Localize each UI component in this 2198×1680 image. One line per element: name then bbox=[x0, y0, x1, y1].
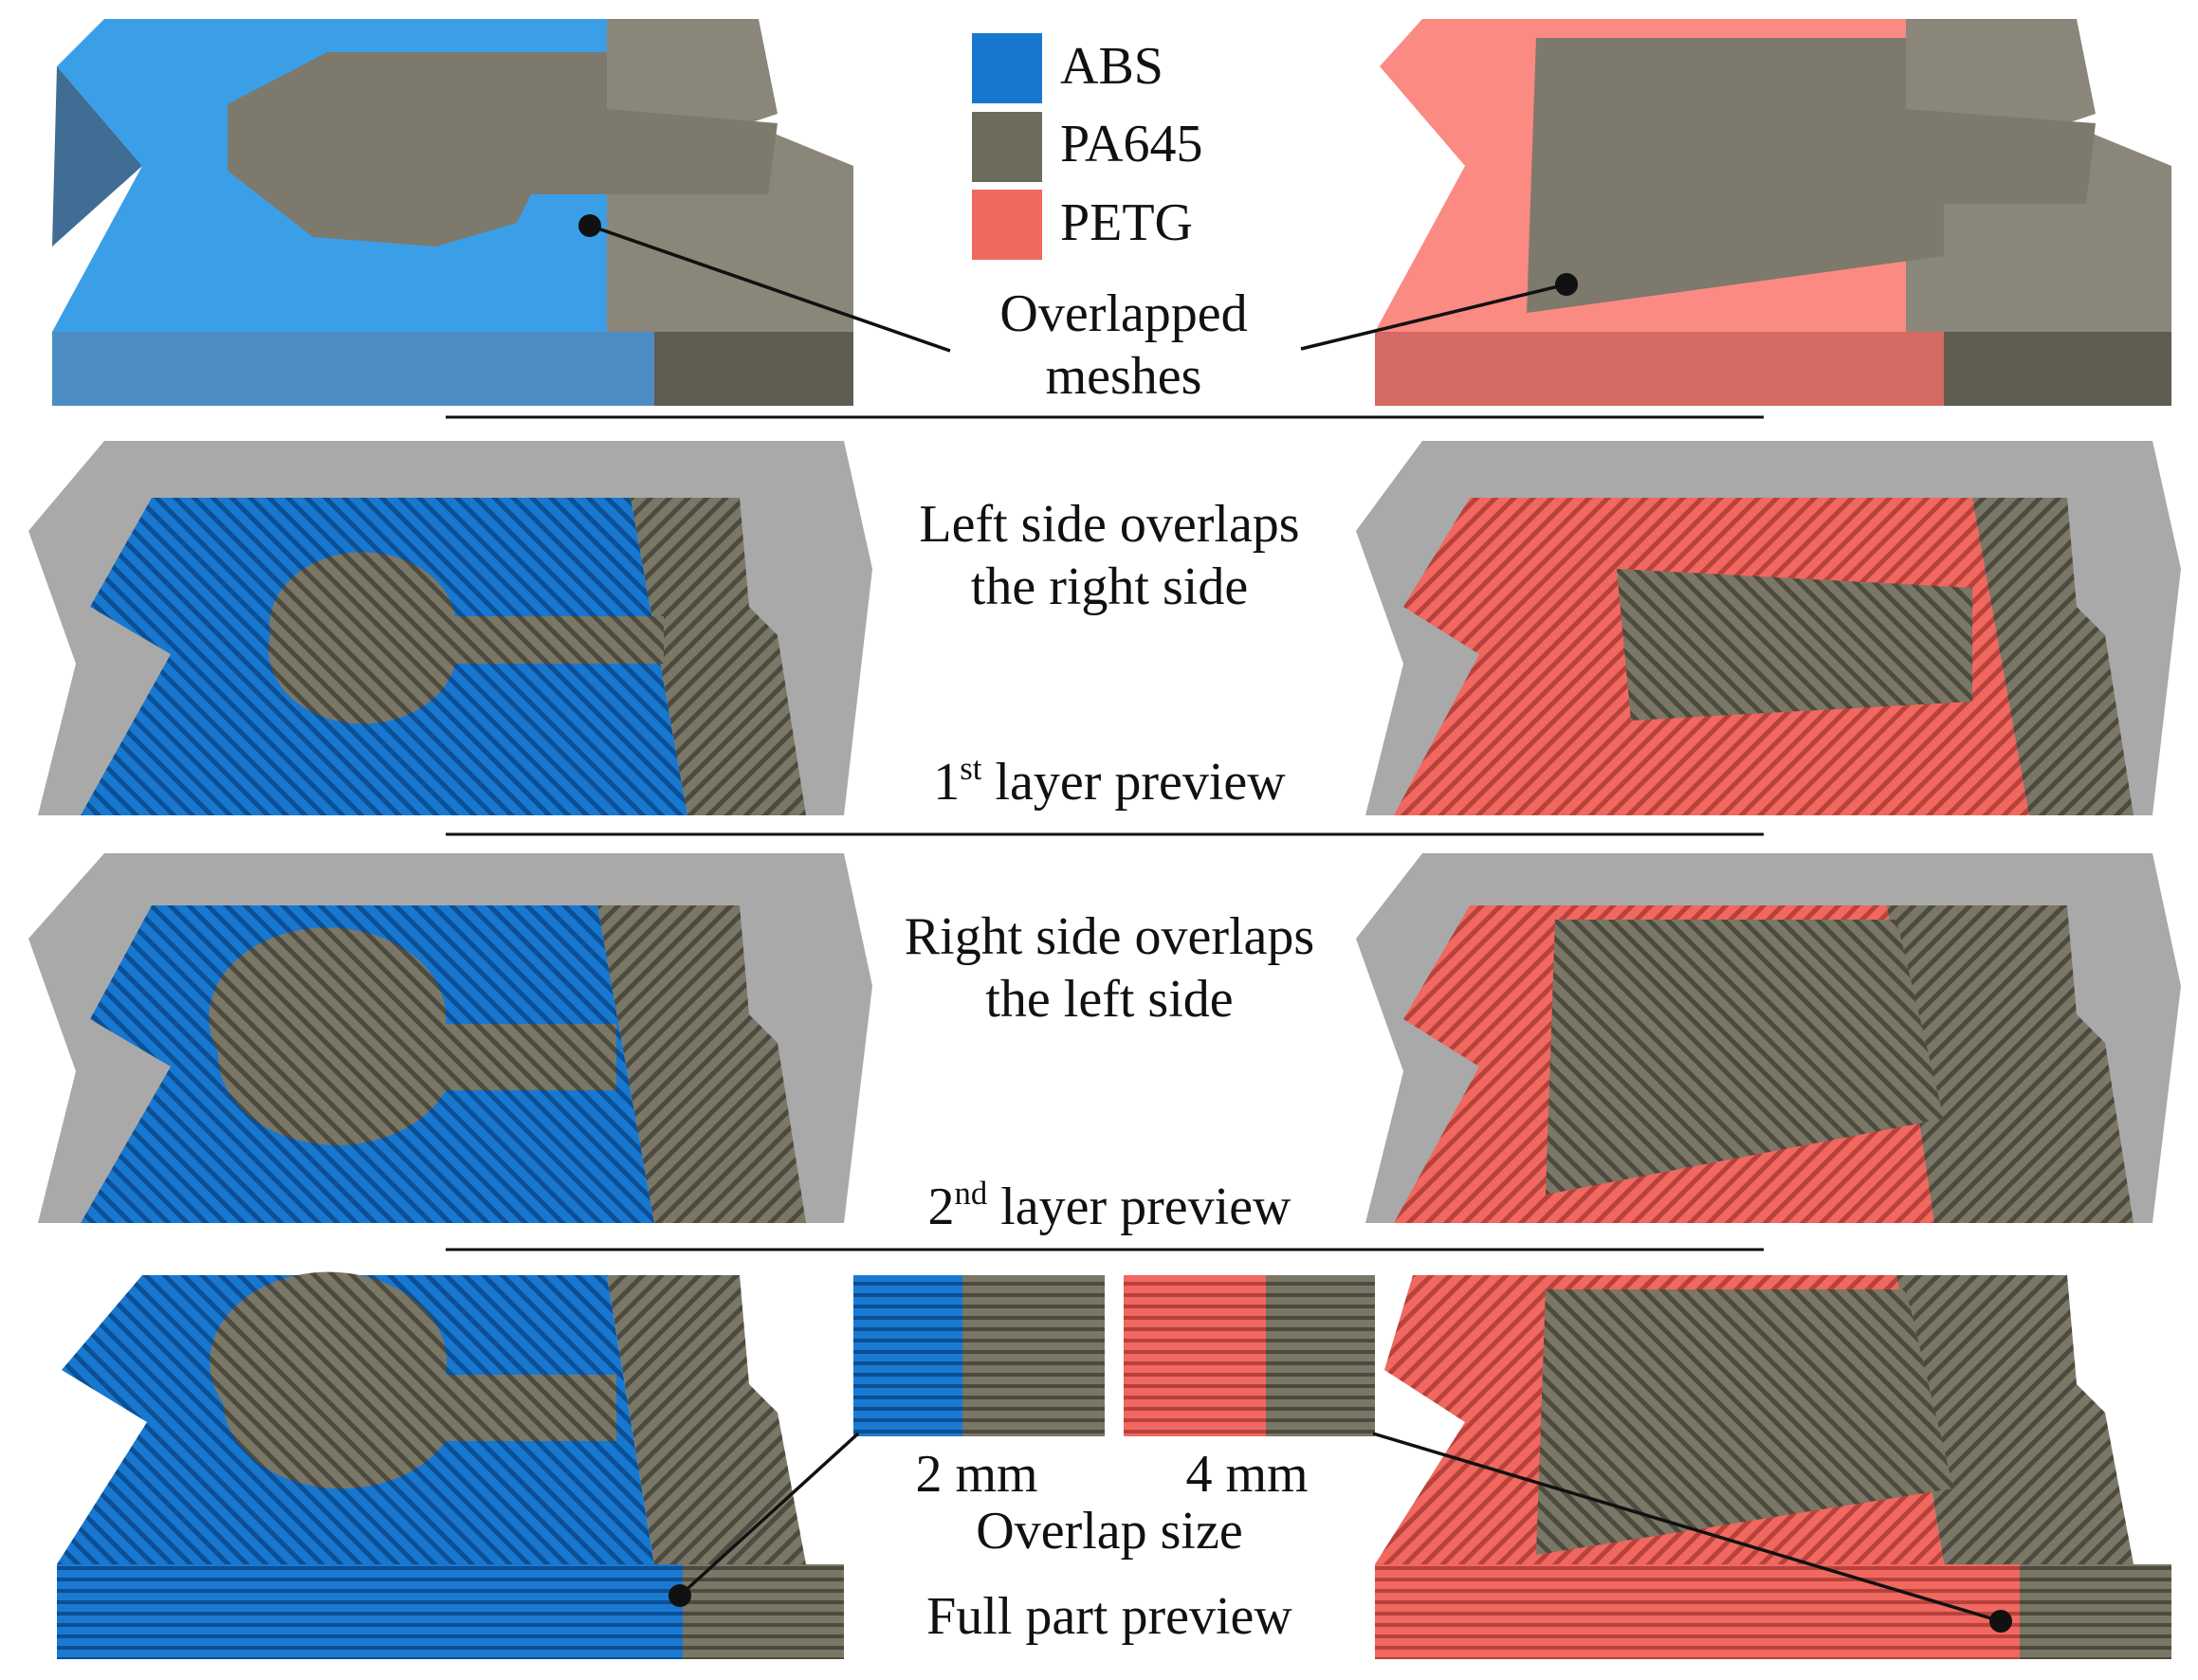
layer2-part-left bbox=[28, 853, 872, 1223]
layer1-preview-text: layer preview bbox=[981, 753, 1285, 812]
legend-swatch-abs bbox=[972, 33, 1042, 103]
inset-2mm-pa bbox=[962, 1275, 1105, 1436]
inset-4mm-petg bbox=[1124, 1275, 1266, 1436]
detail-inset-4mm bbox=[1124, 1275, 1375, 1436]
layer1-right-trapezoid-overlap bbox=[1617, 569, 1972, 721]
legend-swatch-pa645 bbox=[972, 112, 1042, 182]
full-part-left bbox=[57, 1272, 844, 1659]
legend-label-pa645: PA645 bbox=[1060, 114, 1202, 174]
layer1-preview-sup: st bbox=[960, 750, 981, 787]
full-part-right bbox=[1375, 1275, 2171, 1659]
leader-mesh-right-dot bbox=[1555, 273, 1578, 296]
mesh-left-pa-front bbox=[654, 332, 853, 406]
inset-2mm-abs bbox=[853, 1275, 962, 1436]
leader-4mm-dot bbox=[1989, 1610, 2012, 1633]
caption-layer1-line1: Left side overlaps bbox=[834, 493, 1384, 556]
caption-layer1-overlap: Left side overlaps the right side bbox=[834, 493, 1384, 618]
label-2mm: 2 mm bbox=[872, 1443, 1081, 1506]
legend-swatch-petg bbox=[972, 190, 1042, 260]
caption-layer2-overlap: Right side overlaps the left side bbox=[834, 905, 1384, 1031]
layer1-part-left bbox=[28, 441, 872, 815]
layer1-part-right bbox=[1356, 441, 2181, 815]
layer2-preview-number: 2 bbox=[928, 1178, 955, 1236]
detail-inset-2mm bbox=[853, 1275, 1105, 1436]
caption-layer2-preview: 2nd layer preview bbox=[834, 1176, 1384, 1238]
inset-4mm-pa bbox=[1266, 1275, 1375, 1436]
caption-layer2-line2: the left side bbox=[834, 968, 1384, 1031]
leader-2mm-dot bbox=[669, 1584, 691, 1607]
mesh-right-pa-front bbox=[1944, 332, 2171, 406]
legend-label-abs: ABS bbox=[1060, 36, 1163, 97]
caption-layer1-line2: the right side bbox=[834, 556, 1384, 618]
caption-overlapped-line1: Overlapped bbox=[910, 283, 1337, 345]
caption-layer2-line1: Right side overlaps bbox=[834, 905, 1384, 968]
caption-layer1-preview: 1st layer preview bbox=[834, 751, 1384, 813]
label-4mm: 4 mm bbox=[1143, 1443, 1351, 1506]
layer2-preview-text: layer preview bbox=[987, 1178, 1291, 1236]
mesh-part-left bbox=[52, 19, 853, 406]
mesh-left-abs-front bbox=[52, 332, 654, 406]
mesh-part-right bbox=[1375, 19, 2171, 406]
layer1-preview-number: 1 bbox=[933, 753, 960, 812]
mesh-right-petg-front bbox=[1375, 332, 1944, 406]
layer2-part-right bbox=[1356, 853, 2181, 1223]
legend-label-petg: PETG bbox=[1060, 192, 1193, 253]
caption-overlapped-meshes: Overlapped meshes bbox=[910, 283, 1337, 408]
full-left-abs-front bbox=[57, 1564, 683, 1659]
caption-full-part-preview: Full part preview bbox=[815, 1585, 1403, 1648]
layer2-preview-sup: nd bbox=[955, 1175, 988, 1212]
full-right-petg-front bbox=[1375, 1564, 2020, 1659]
caption-overlapped-line2: meshes bbox=[910, 345, 1337, 408]
full-right-pa-front bbox=[2020, 1564, 2171, 1659]
leader-mesh-left-dot bbox=[578, 214, 601, 237]
caption-overlap-size: Overlap size bbox=[834, 1500, 1384, 1562]
